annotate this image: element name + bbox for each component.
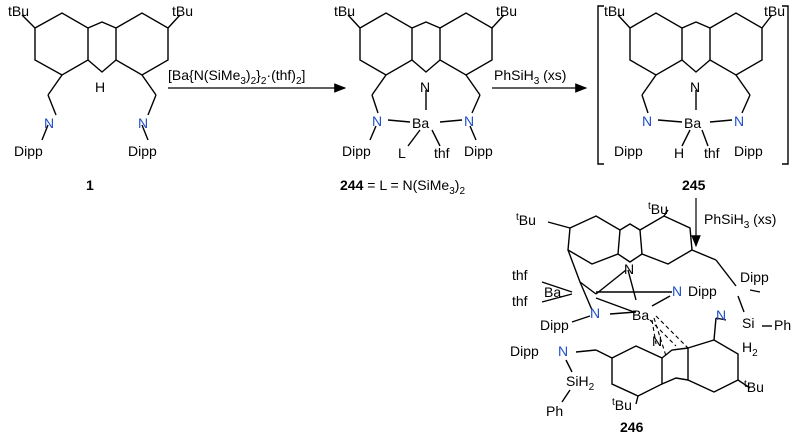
ba-label: Ba bbox=[544, 284, 561, 300]
amide-n-label: N bbox=[672, 283, 682, 299]
tbu-label: tBu bbox=[612, 397, 632, 413]
imine-n-label: N bbox=[44, 115, 54, 131]
ligand-l-label: L bbox=[398, 145, 406, 161]
tbu-label: tBu bbox=[744, 379, 764, 395]
carbazolide-n-label: N bbox=[420, 79, 430, 95]
tbu-label: tBu bbox=[648, 201, 668, 217]
h2-label: H2 bbox=[742, 339, 758, 359]
ba-label: Ba bbox=[684, 115, 701, 131]
reagent-step3: PhSiH3 (xs) bbox=[704, 211, 776, 231]
compound-246: tBu tBu N thf thf Ba Ba N Dipp N Dipp Di… bbox=[510, 201, 791, 434]
thf-label: thf bbox=[512, 267, 528, 283]
carbazolide-n-label: N bbox=[652, 333, 662, 349]
amide-n-label: N bbox=[558, 343, 568, 359]
nh-h-label: H bbox=[95, 79, 105, 95]
tbu-label: tBu bbox=[516, 212, 536, 228]
phenyl-label: Ph bbox=[774, 317, 791, 333]
carbazolide-n-label: N bbox=[690, 79, 700, 95]
compound-number-1: 1 bbox=[86, 177, 94, 193]
imine-n-label: N bbox=[734, 113, 744, 129]
tbu-label: tBu bbox=[764, 3, 785, 19]
tbu-label: tBu bbox=[496, 3, 517, 19]
dipp-label: Dipp bbox=[614, 143, 643, 159]
tbu-label: tBu bbox=[604, 3, 625, 19]
dipp-label: Dipp bbox=[342, 143, 371, 159]
carbazolide-n-label: N bbox=[624, 261, 634, 277]
ba-label: Ba bbox=[412, 115, 429, 131]
tbu-label: tBu bbox=[172, 3, 193, 19]
imine-n-label: N bbox=[372, 113, 382, 129]
tbu-label: tBu bbox=[334, 3, 355, 19]
ba-label: Ba bbox=[632, 307, 649, 323]
thf-label: thf bbox=[512, 293, 528, 309]
amide-n-label: N bbox=[716, 307, 726, 323]
dipp-label: Dipp bbox=[128, 143, 157, 159]
dipp-label: Dipp bbox=[464, 143, 493, 159]
imine-n-label: N bbox=[464, 113, 474, 129]
imine-n-label: N bbox=[642, 113, 652, 129]
hydride-h-label: H bbox=[674, 145, 684, 161]
imine-n-label: N bbox=[138, 115, 148, 131]
thf-label: thf bbox=[434, 145, 450, 161]
dipp-label: Dipp bbox=[510, 343, 539, 359]
compound-245: tBu tBu N N N Ba H thf Dipp Dipp 245 bbox=[597, 3, 789, 193]
thf-label: thf bbox=[704, 145, 720, 161]
dipp-label: Dipp bbox=[740, 269, 769, 285]
compound-number-245: 245 bbox=[682, 177, 706, 193]
si-label: Si bbox=[742, 315, 754, 331]
tbu-label: tBu bbox=[8, 3, 29, 19]
reagent-step1: [Ba{N(SiMe3)2}2·(thf)2] bbox=[168, 67, 305, 87]
dipp-label: Dipp bbox=[688, 283, 717, 299]
compound-number-244: 244 = L = N(SiMe3)2 bbox=[340, 177, 465, 197]
dipp-label: Dipp bbox=[734, 143, 763, 159]
compound-1: tBu tBu H N N Dipp Dipp 1 bbox=[8, 3, 193, 193]
reagent-step2: PhSiH3 (xs) bbox=[494, 67, 566, 87]
phenyl-label: Ph bbox=[546, 403, 563, 419]
compound-number-246: 246 bbox=[620, 419, 644, 434]
dipp-label: Dipp bbox=[14, 143, 43, 159]
amide-n-label: N bbox=[590, 305, 600, 321]
compound-244: tBu tBu N N N Ba L thf Dipp Dipp 244 = L… bbox=[334, 3, 517, 197]
dipp-label: Dipp bbox=[540, 317, 569, 333]
sih2-label: SiH2 bbox=[566, 373, 595, 393]
